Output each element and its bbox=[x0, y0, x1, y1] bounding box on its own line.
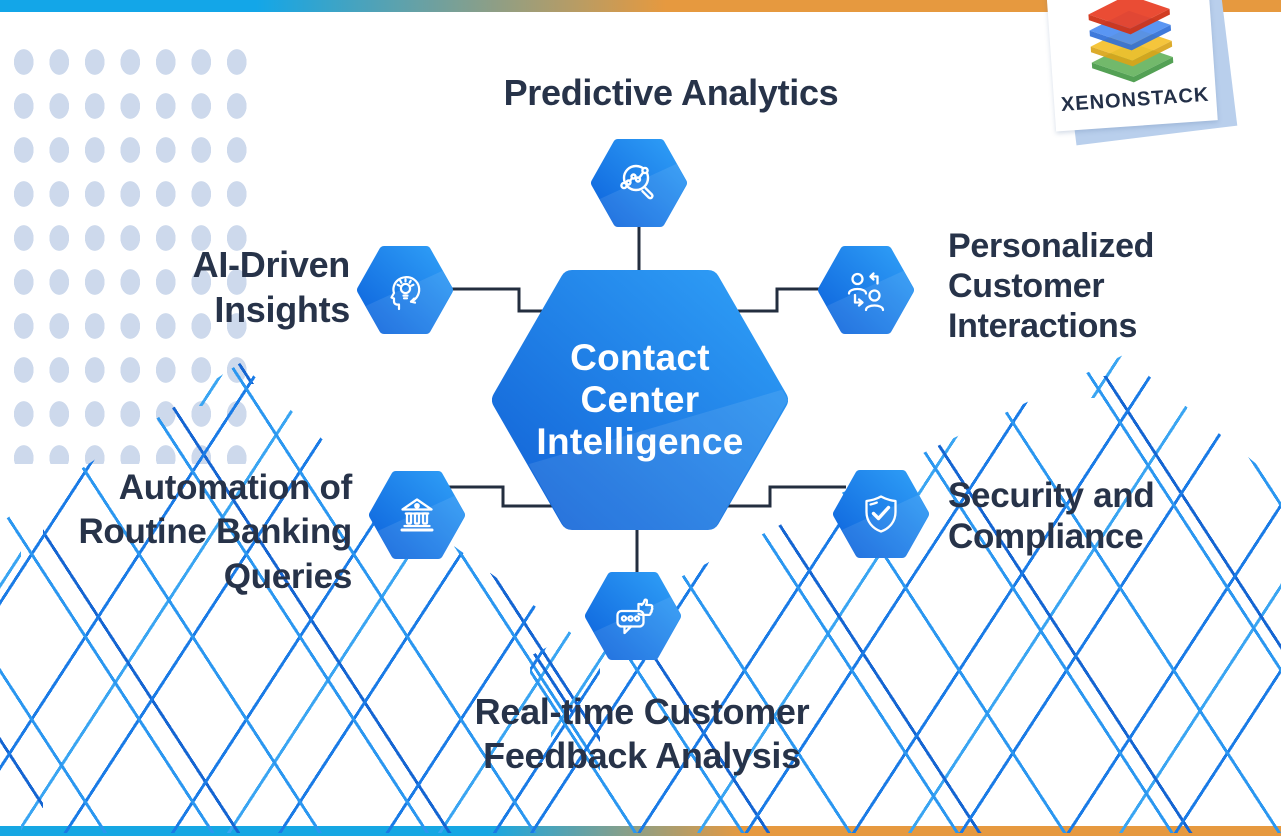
label-line: Customer bbox=[948, 267, 1105, 306]
center-title-line: Center bbox=[580, 378, 700, 420]
hex-feedback-analysis bbox=[585, 572, 681, 660]
xenonstack-layers-icon bbox=[1088, 0, 1174, 83]
head-lightbulb-icon bbox=[357, 246, 453, 334]
label-line: Insights bbox=[214, 288, 350, 330]
label-line: Compliance bbox=[948, 517, 1144, 557]
label-line: Real-time Customer bbox=[474, 691, 810, 732]
label-line: Interactions bbox=[948, 307, 1138, 346]
label-personalized-interactions: Personalized Customer Interactions bbox=[948, 226, 1278, 346]
center-title-line: Intelligence bbox=[536, 421, 744, 463]
center-title-line: Contact bbox=[570, 336, 710, 378]
feedback-thumbs-up-icon bbox=[585, 572, 681, 660]
hex-security-compliance bbox=[833, 470, 929, 558]
label-line: Queries bbox=[223, 556, 353, 596]
analytics-magnifier-icon bbox=[591, 139, 687, 227]
hex-personalized-interactions bbox=[818, 246, 914, 334]
hex-banking-automation bbox=[369, 471, 465, 559]
center-hexagon: Contact Center Intelligence bbox=[492, 270, 788, 530]
connector-right-top bbox=[732, 287, 820, 313]
hex-ai-driven-insights bbox=[357, 246, 453, 334]
bank-building-icon bbox=[369, 471, 465, 559]
label-line: Feedback Analysis bbox=[483, 734, 801, 776]
label-line: Personalized bbox=[948, 227, 1155, 265]
shield-check-icon bbox=[833, 470, 929, 558]
top-accent-bar bbox=[0, 0, 1281, 12]
label-security-compliance: Security and Compliance bbox=[948, 475, 1278, 558]
connector-left-top bbox=[450, 287, 549, 313]
connector-right-bottom bbox=[724, 485, 846, 508]
label-line: AI-Driven bbox=[192, 244, 351, 285]
hex-predictive-analytics bbox=[591, 139, 687, 227]
xenonstack-logo: XENONSTACK bbox=[1046, 0, 1238, 150]
label-feedback-analysis: Real-time Customer Feedback Analysis bbox=[342, 690, 942, 778]
connector-left-bottom bbox=[448, 485, 556, 508]
center-title: Contact Center Intelligence bbox=[492, 270, 788, 530]
label-line: Automation of bbox=[118, 468, 353, 507]
label-line: Security and bbox=[948, 476, 1155, 515]
label-banking-automation: Automation of Routine Banking Queries bbox=[30, 466, 352, 599]
logo-card: XENONSTACK bbox=[1046, 0, 1218, 132]
label-predictive-analytics: Predictive Analytics bbox=[381, 72, 961, 113]
people-exchange-icon bbox=[818, 246, 914, 334]
label-line: Routine Banking bbox=[78, 512, 352, 552]
label-ai-driven-insights: AI-Driven Insights bbox=[40, 243, 351, 332]
center-hexagon-shape bbox=[492, 270, 788, 530]
label-line: Predictive Analytics bbox=[503, 72, 839, 113]
